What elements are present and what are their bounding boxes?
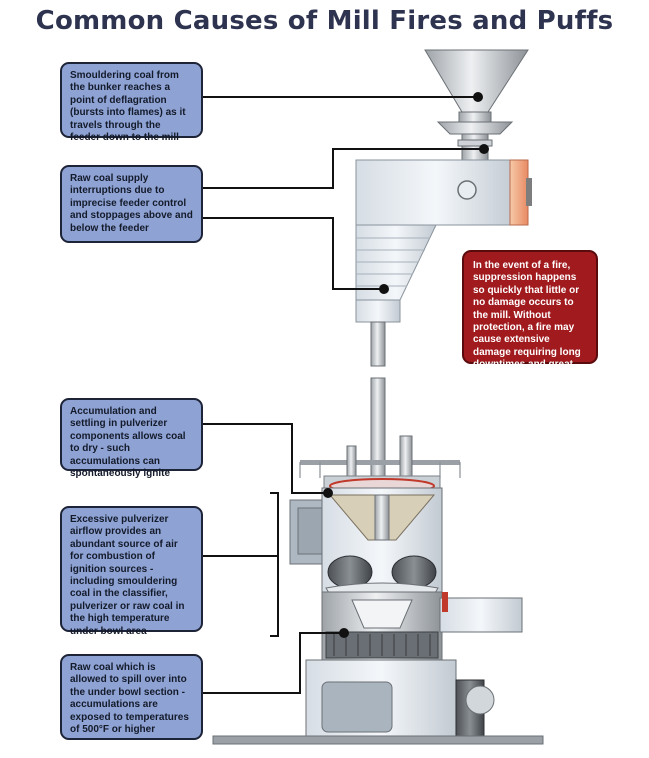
fire-suppression-warning: In the event of a fire, suppression happ… — [462, 250, 598, 383]
callout-raw-coal-spill: Raw coal which is allowed to spill over … — [60, 654, 203, 740]
coal-bunker-hopper — [424, 49, 529, 165]
callout-raw-coal-interruptions: Raw coal supply interruptions due to imp… — [60, 165, 203, 243]
page-title: Common Causes of Mill Fires and Puffs — [35, 6, 614, 36]
callout-excessive-airflow: Excessive pulverizer airflow provides an… — [60, 506, 203, 637]
pulverizer-mill — [212, 435, 544, 745]
callout-smouldering-coal: Smouldering coal from the bunker reaches… — [60, 62, 203, 143]
callout-accumulation-settling: Accumulation and settling in pulverizer … — [60, 398, 203, 479]
coal-feeder — [355, 159, 532, 367]
leader-endpoints — [323, 92, 489, 638]
leader-lines — [202, 96, 484, 694]
